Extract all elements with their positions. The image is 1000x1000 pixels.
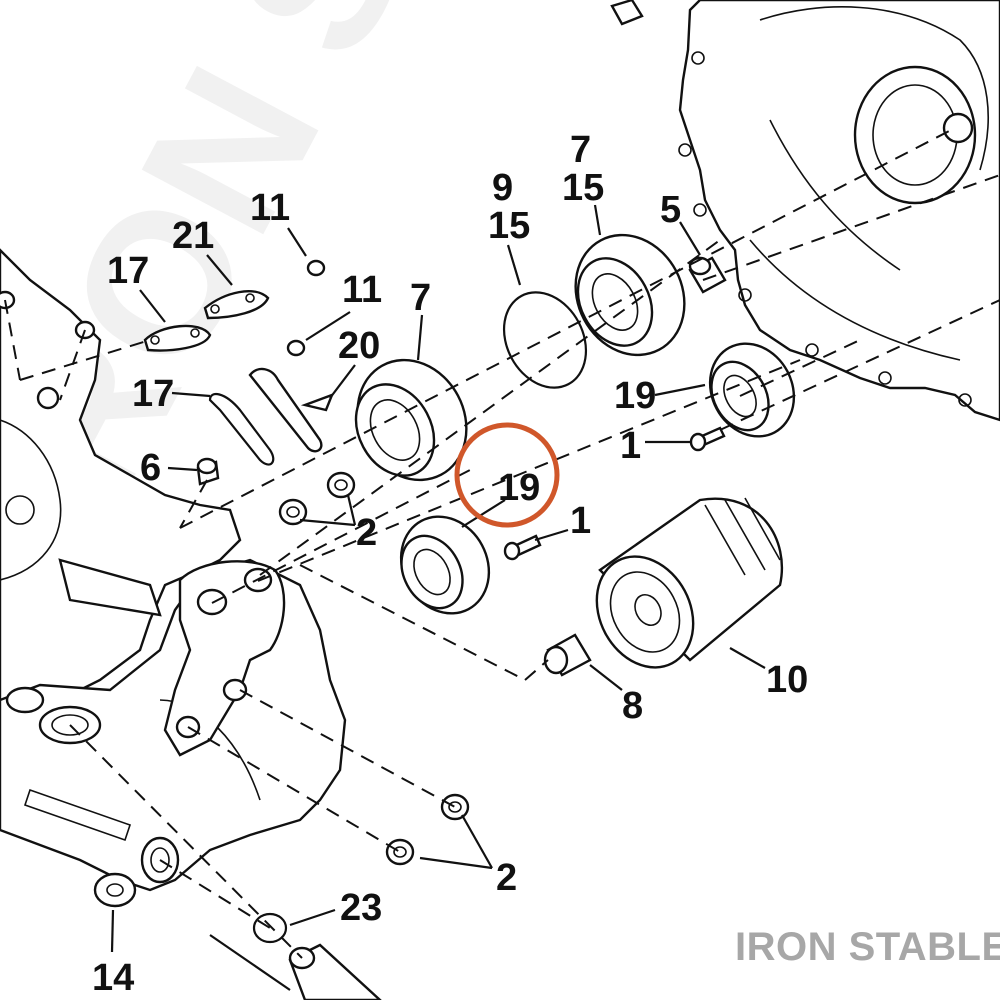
label-5: 5 bbox=[660, 189, 681, 231]
part-labels: 11 21 17 11 7 20 17 6 2 9 15 7 15 5 19 1… bbox=[92, 129, 808, 999]
dowel-2-b bbox=[326, 471, 356, 499]
bearing-19-center bbox=[399, 515, 491, 615]
label-1-right: 1 bbox=[620, 425, 641, 467]
dowel-pin-top bbox=[610, 0, 644, 26]
label-2-bottom: 2 bbox=[496, 857, 517, 899]
dowel-2-a bbox=[278, 498, 308, 526]
left-crankcase bbox=[0, 248, 242, 722]
label-17-top: 17 bbox=[107, 250, 149, 292]
screw-1-right bbox=[689, 426, 726, 452]
label-11-top: 11 bbox=[250, 187, 290, 229]
label-15-right: 15 bbox=[562, 167, 604, 209]
label-9: 9 bbox=[492, 167, 513, 209]
label-7-right: 7 bbox=[570, 129, 591, 171]
label-2-top: 2 bbox=[356, 512, 377, 554]
label-21: 21 bbox=[172, 215, 214, 257]
bracket-20 bbox=[248, 367, 335, 453]
label-7-left: 7 bbox=[410, 277, 431, 319]
label-19-highlight: 19 bbox=[498, 467, 540, 509]
label-6: 6 bbox=[140, 447, 161, 489]
dowel-2-d bbox=[385, 838, 415, 866]
label-20: 20 bbox=[338, 325, 380, 367]
highlight-circle bbox=[454, 422, 560, 528]
screw-11-top bbox=[306, 259, 326, 277]
label-23: 23 bbox=[340, 887, 382, 929]
screw-11-mid bbox=[286, 339, 306, 357]
oil-filter-10 bbox=[595, 497, 784, 669]
leader-lines bbox=[110, 204, 766, 953]
label-15-left: 15 bbox=[488, 205, 530, 247]
label-1-center: 1 bbox=[570, 500, 591, 542]
label-11-mid: 11 bbox=[342, 269, 382, 311]
engine-case-cover bbox=[678, 0, 1000, 422]
snap-ring-23 bbox=[252, 912, 288, 944]
sensor bbox=[288, 943, 382, 1000]
brand-logo: IRON STABLE bbox=[735, 925, 1000, 969]
label-8: 8 bbox=[622, 685, 643, 727]
label-17-lower: 17 bbox=[132, 373, 174, 415]
clip-21 bbox=[203, 290, 270, 320]
clip-17-lower bbox=[208, 392, 275, 466]
screw-1-center bbox=[503, 534, 542, 561]
label-14: 14 bbox=[92, 957, 134, 999]
label-19-right: 19 bbox=[614, 375, 656, 417]
washer-14 bbox=[93, 872, 137, 908]
dowel-6 bbox=[196, 457, 220, 486]
filter-fitting-8 bbox=[543, 633, 592, 677]
alignment-lines bbox=[4, 127, 1000, 991]
label-10: 10 bbox=[766, 659, 808, 701]
dowel-2-c bbox=[440, 793, 470, 821]
clip-17-upper bbox=[143, 324, 212, 352]
